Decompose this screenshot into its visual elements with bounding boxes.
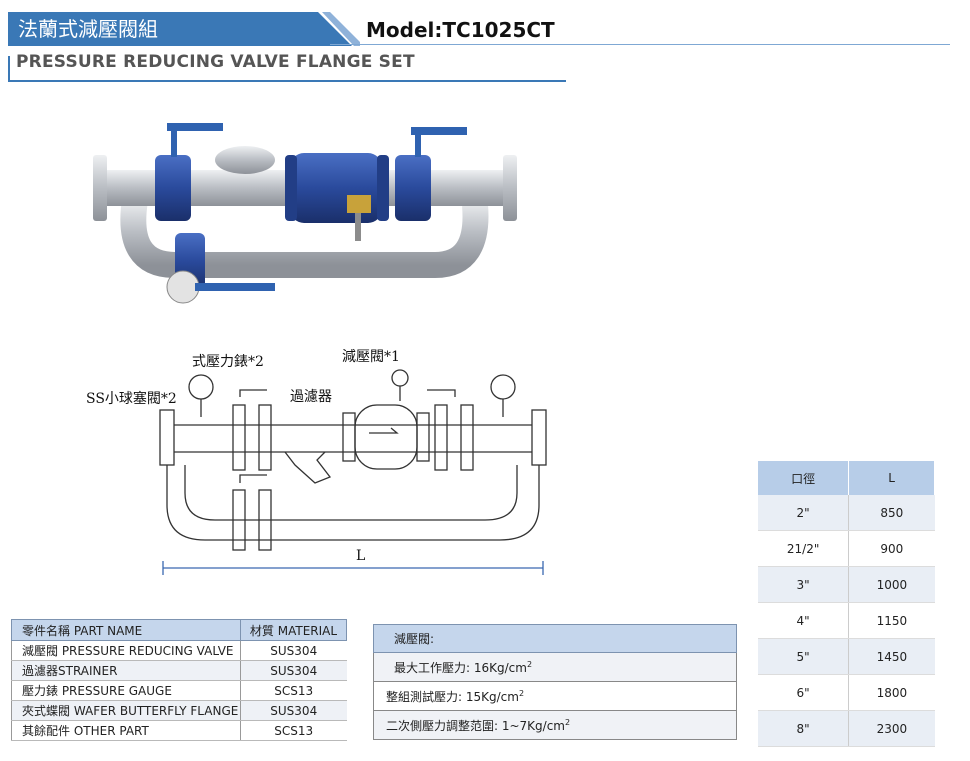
- length-cell: 1000: [848, 566, 935, 603]
- diameter-cell: 5": [758, 638, 850, 675]
- valve-handle-right: [411, 127, 467, 135]
- column-header-part: 零件名稱 PART NAME: [11, 619, 241, 641]
- table-header-row: 零件名稱 PART NAME 材質 MATERIAL: [11, 619, 347, 641]
- butterfly-valve-right: [395, 155, 431, 221]
- gear-wheel: [166, 270, 200, 304]
- label-pressure-valve: 減壓閥*1: [342, 349, 400, 365]
- spec-row: 二次側壓力調整范圍: 1~7Kg/cm2: [373, 710, 737, 740]
- table-header-row: 口徑 L: [758, 461, 935, 495]
- part-name: 壓力錶 PRESSURE GAUGE: [11, 680, 241, 701]
- model-label: Model:TC1025CT: [366, 18, 555, 42]
- length-cell: 2300: [848, 710, 935, 747]
- label-length: L: [356, 548, 366, 564]
- diameter-cell: 8": [758, 710, 850, 747]
- valve-handle-left: [167, 123, 223, 131]
- spec-row: 最大工作壓力: 16Kg/cm2: [373, 652, 737, 682]
- parts-table: 零件名稱 PART NAME 材質 MATERIAL 減壓閥 PRESSURE …: [11, 619, 347, 741]
- part-material: SCS13: [240, 720, 347, 741]
- subtitle-underline: [8, 80, 566, 82]
- part-name: 其餘配件 OTHER PART: [11, 720, 241, 741]
- part-name: 夾式蝶閥 WAFER BUTTERFLY FLANGE: [11, 700, 241, 721]
- butterfly-valve-left: [155, 155, 191, 221]
- spec-table: 減壓閥: 最大工作壓力: 16Kg/cm2 整組測試壓力: 15Kg/cm2 二…: [373, 624, 737, 740]
- strainer-body: [215, 146, 275, 174]
- diameter-cell: 2": [758, 495, 850, 531]
- part-material: SCS13: [240, 680, 347, 701]
- header-divider: [330, 44, 950, 45]
- table-row: 6"1800: [758, 674, 935, 711]
- diameter-cell: 21/2": [758, 530, 850, 567]
- column-header-length: L: [848, 461, 935, 495]
- technical-diagram: [159, 369, 547, 575]
- table-row: 3"1000: [758, 566, 935, 603]
- part-material: SUS304: [240, 660, 347, 681]
- table-row: 2"850: [758, 495, 935, 531]
- page-title-cn: 法蘭式減壓閥組: [18, 17, 158, 41]
- column-header-diameter: 口徑: [758, 461, 850, 495]
- length-cell: 1150: [848, 602, 935, 639]
- table-row: 整組測試壓力: 15Kg/cm2: [373, 681, 737, 711]
- table-row: 4"1150: [758, 602, 935, 639]
- table-row: 8"2300: [758, 710, 935, 747]
- flange-right: [503, 155, 517, 221]
- part-name: 過濾器STRAINER: [11, 660, 241, 681]
- table-header-row: 減壓閥:: [373, 624, 737, 653]
- length-cell: 900: [848, 530, 935, 567]
- part-material: SUS304: [240, 640, 347, 661]
- adjuster-brass: [347, 195, 371, 213]
- part-material: SUS304: [240, 700, 347, 721]
- spec-header: 減壓閥:: [373, 624, 737, 653]
- label-pressure-gauge: 式壓力錶*2: [192, 354, 264, 370]
- spec-row: 整組測試壓力: 15Kg/cm2: [373, 681, 737, 711]
- table-row: 21/2"900: [758, 530, 935, 567]
- flange-left: [93, 155, 107, 221]
- diameter-cell: 4": [758, 602, 850, 639]
- length-cell: 850: [848, 495, 935, 531]
- subtitle-bracket: [8, 56, 10, 81]
- part-name: 減壓閥 PRESSURE REDUCING VALVE: [11, 640, 241, 661]
- length-cell: 1800: [848, 674, 935, 711]
- header-band: [8, 12, 318, 46]
- dimensions-table: 口徑 L 2"850 21/2"900 3"1000 4"1150 5"1450…: [758, 461, 935, 747]
- table-row: 二次側壓力調整范圍: 1~7Kg/cm2: [373, 710, 737, 740]
- label-ball-valve: SS小球塞閥*2: [86, 391, 177, 407]
- diameter-cell: 6": [758, 674, 850, 711]
- page-subtitle: PRESSURE REDUCING VALVE FLANGE SET: [16, 52, 415, 72]
- table-row: 5"1450: [758, 638, 935, 675]
- header-band-tip: [290, 12, 360, 46]
- diameter-cell: 3": [758, 566, 850, 603]
- column-header-material: 材質 MATERIAL: [240, 619, 347, 641]
- table-row: 最大工作壓力: 16Kg/cm2: [373, 652, 737, 682]
- label-strainer: 過濾器: [290, 389, 332, 405]
- length-cell: 1450: [848, 638, 935, 675]
- product-photo: [93, 123, 517, 304]
